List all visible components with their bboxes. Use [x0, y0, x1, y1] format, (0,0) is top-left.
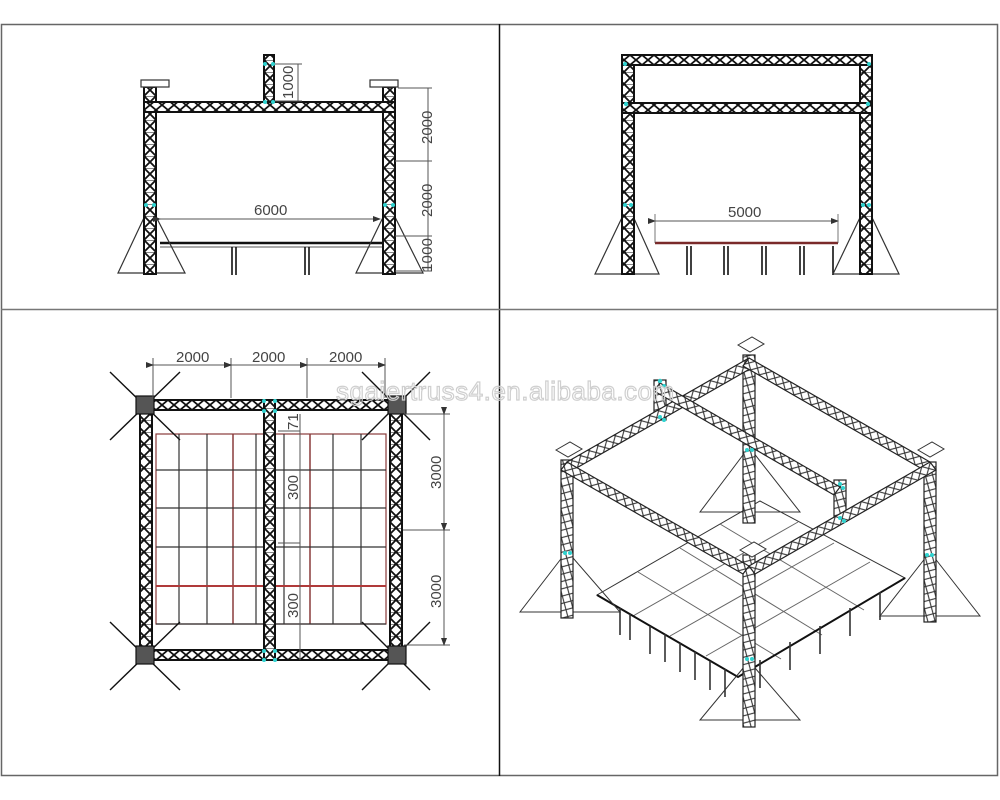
truss-right — [389, 399, 403, 661]
dimension-lines — [146, 358, 450, 660]
dim-inner-depth-1: 300 — [285, 475, 302, 500]
connector-markers — [563, 378, 934, 661]
truss-left — [139, 399, 153, 661]
isometric-roof-trusses — [560, 357, 937, 575]
plan-view: 2000 2000 2000 3000 3000 71 300 300 — [109, 349, 450, 691]
banner-mast — [263, 54, 275, 103]
dim-depth-2: 3000 — [428, 575, 445, 608]
dim-depth-1: 3000 — [428, 456, 445, 489]
dim-middle-height: 2000 — [419, 184, 436, 217]
top-roof-truss — [621, 54, 873, 66]
stage-platform-side — [655, 241, 838, 275]
truss-center — [263, 399, 276, 661]
front-elevation-view: 6000 1000 2000 2000 1000 — [117, 54, 436, 275]
dim-span: 6000 — [254, 202, 287, 219]
dimension-lines — [153, 63, 432, 272]
stage-platform — [160, 241, 385, 275]
lower-roof-truss — [621, 102, 873, 114]
connector-markers — [262, 399, 277, 662]
dim-bay-3: 2000 — [329, 349, 362, 366]
dim-stage-height: 1000 — [419, 238, 436, 272]
watermark: sgaiertruss4.en.alibaba.com — [336, 376, 675, 406]
dim-span: 5000 — [728, 204, 761, 221]
dim-top-extension: 1000 — [280, 66, 297, 99]
dim-inner-depth-2: 300 — [285, 593, 302, 618]
isometric-view — [518, 336, 982, 728]
sleeve-block-left — [140, 79, 170, 88]
dim-upper-height: 2000 — [419, 111, 436, 144]
sleeve-block-right — [369, 79, 399, 88]
dim-bay-1: 2000 — [176, 349, 209, 366]
tower-right — [859, 61, 873, 275]
dim-inner-offset: 71 — [285, 413, 302, 430]
tower-right — [382, 86, 396, 275]
connector-markers — [144, 62, 395, 207]
side-elevation-view: 5000 — [594, 54, 900, 275]
connector-markers — [623, 62, 871, 207]
tower-left — [143, 86, 157, 275]
dim-bay-2: 2000 — [252, 349, 285, 366]
roof-truss-beam — [143, 101, 396, 113]
sheet-frame — [0, 23, 999, 777]
isometric-sleeve-blocks — [555, 336, 945, 558]
corner-blocks — [135, 395, 407, 665]
tower-left — [621, 61, 635, 275]
